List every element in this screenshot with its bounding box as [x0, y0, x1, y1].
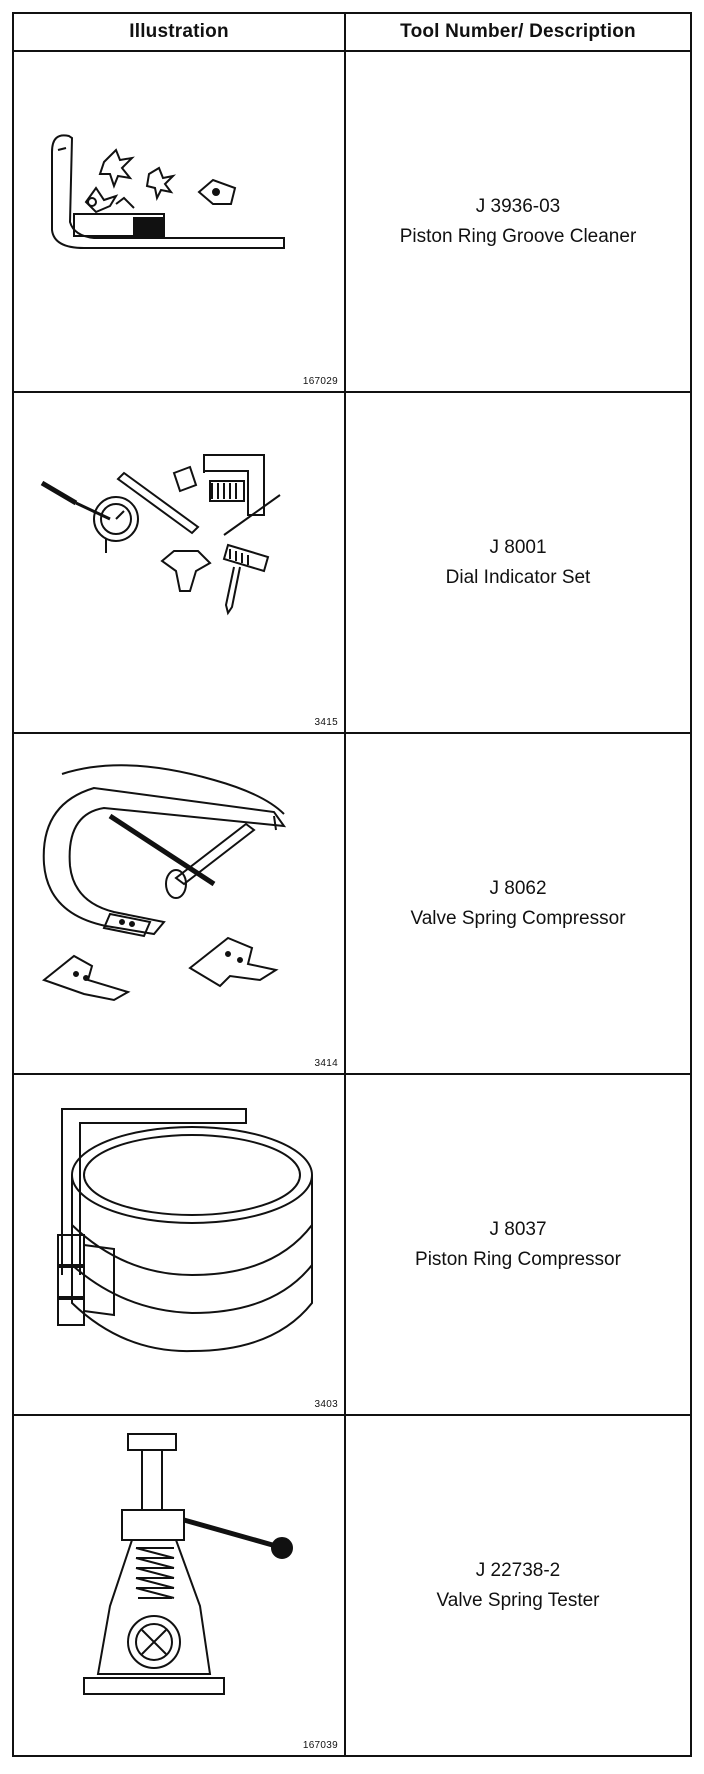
illustration-header: Illustration — [12, 12, 346, 52]
illustration-cell: 167029 — [12, 50, 346, 393]
tool-description: Valve Spring Tester — [436, 1589, 600, 1611]
tool-description: Piston Ring Compressor — [415, 1248, 621, 1270]
description-cell: J 8001 Dial Indicator Set — [344, 391, 692, 734]
groove-cleaner-icon — [14, 52, 344, 352]
figure-id: 3415 — [314, 717, 338, 728]
tool-number: J 8037 — [489, 1218, 547, 1240]
tool-sheet: Illustration Tool Number/ Description — [12, 12, 692, 1757]
description-cell: J 3936-03 Piston Ring Groove Cleaner — [344, 50, 692, 393]
illustration-cell: 167039 — [12, 1414, 346, 1757]
figure-id: 3414 — [314, 1058, 338, 1069]
illustration-cell: 3415 — [12, 391, 346, 734]
illustration-cell: 3414 — [12, 732, 346, 1075]
tool-description: Valve Spring Compressor — [410, 907, 626, 929]
tool-number: J 22738-2 — [475, 1559, 561, 1581]
ring-compressor-icon — [14, 1075, 344, 1375]
figure-id: 167029 — [302, 376, 338, 387]
spring-compressor-icon — [14, 734, 344, 1034]
tool-header: Tool Number/ Description — [344, 12, 692, 52]
description-cell: J 22738-2 Valve Spring Tester — [344, 1414, 692, 1757]
tool-description: Piston Ring Groove Cleaner — [399, 225, 637, 247]
description-cell: J 8062 Valve Spring Compressor — [344, 732, 692, 1075]
dial-indicator-icon — [14, 393, 344, 693]
table-row: 3414 J 8062 Valve Spring Compressor — [12, 732, 692, 1075]
figure-id: 167039 — [302, 1740, 338, 1751]
table-row: 3415 J 8001 Dial Indicator Set — [12, 391, 692, 734]
table-row: 167029 J 3936-03 Piston Ring Groove Clea… — [12, 50, 692, 393]
table-row: 3403 J 8037 Piston Ring Compressor — [12, 1073, 692, 1416]
tool-number: J 8001 — [489, 536, 547, 558]
illustration-cell: 3403 — [12, 1073, 346, 1416]
tool-number: J 8062 — [489, 877, 547, 899]
tool-number: J 3936-03 — [475, 195, 561, 217]
table-header-row: Illustration Tool Number/ Description — [12, 12, 692, 52]
tool-description: Dial Indicator Set — [445, 566, 591, 588]
tools-table: Illustration Tool Number/ Description — [12, 12, 692, 1757]
spring-tester-icon — [14, 1416, 344, 1716]
figure-id: 3403 — [314, 1399, 338, 1410]
table-row: 167039 J 22738-2 Valve Spring Tester — [12, 1414, 692, 1757]
description-cell: J 8037 Piston Ring Compressor — [344, 1073, 692, 1416]
